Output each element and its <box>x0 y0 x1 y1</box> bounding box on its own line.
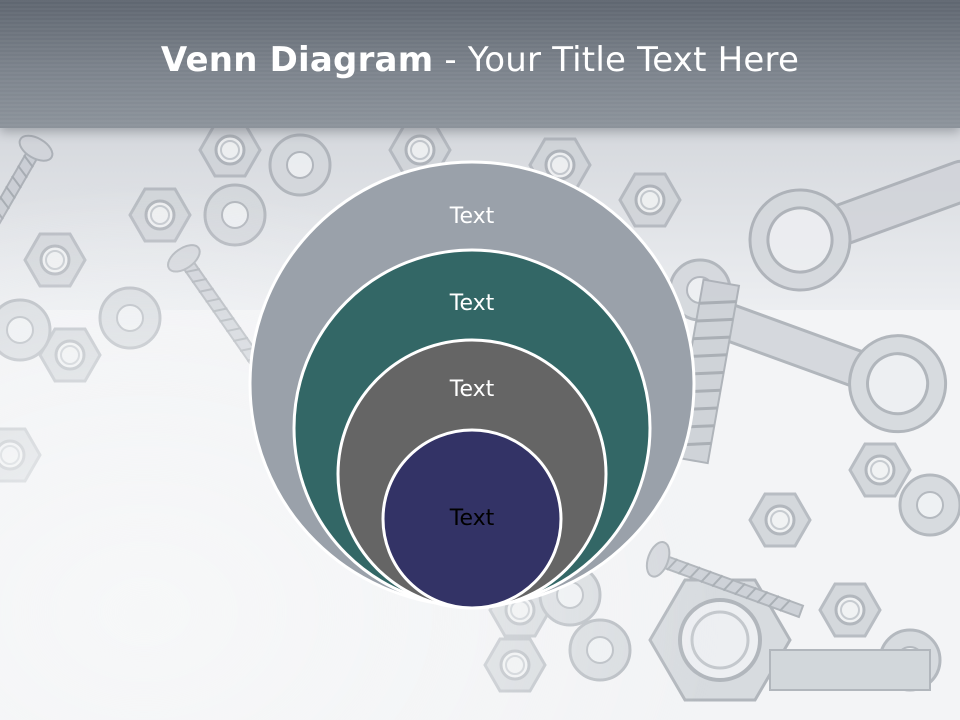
title-bold-part: Venn Diagram <box>160 40 434 80</box>
venn-label-outer: Text <box>449 204 495 229</box>
venn-label-second: Text <box>449 291 495 316</box>
slide-title: Venn Diagram - Your Title Text Here <box>0 40 960 80</box>
title-bar <box>0 0 960 128</box>
venn-label-third: Text <box>449 377 495 402</box>
venn-circle-inner[interactable] <box>381 428 563 610</box>
venn-label-inner: Text <box>449 506 495 531</box>
title-rest-part: - Your Title Text Here <box>433 40 800 80</box>
